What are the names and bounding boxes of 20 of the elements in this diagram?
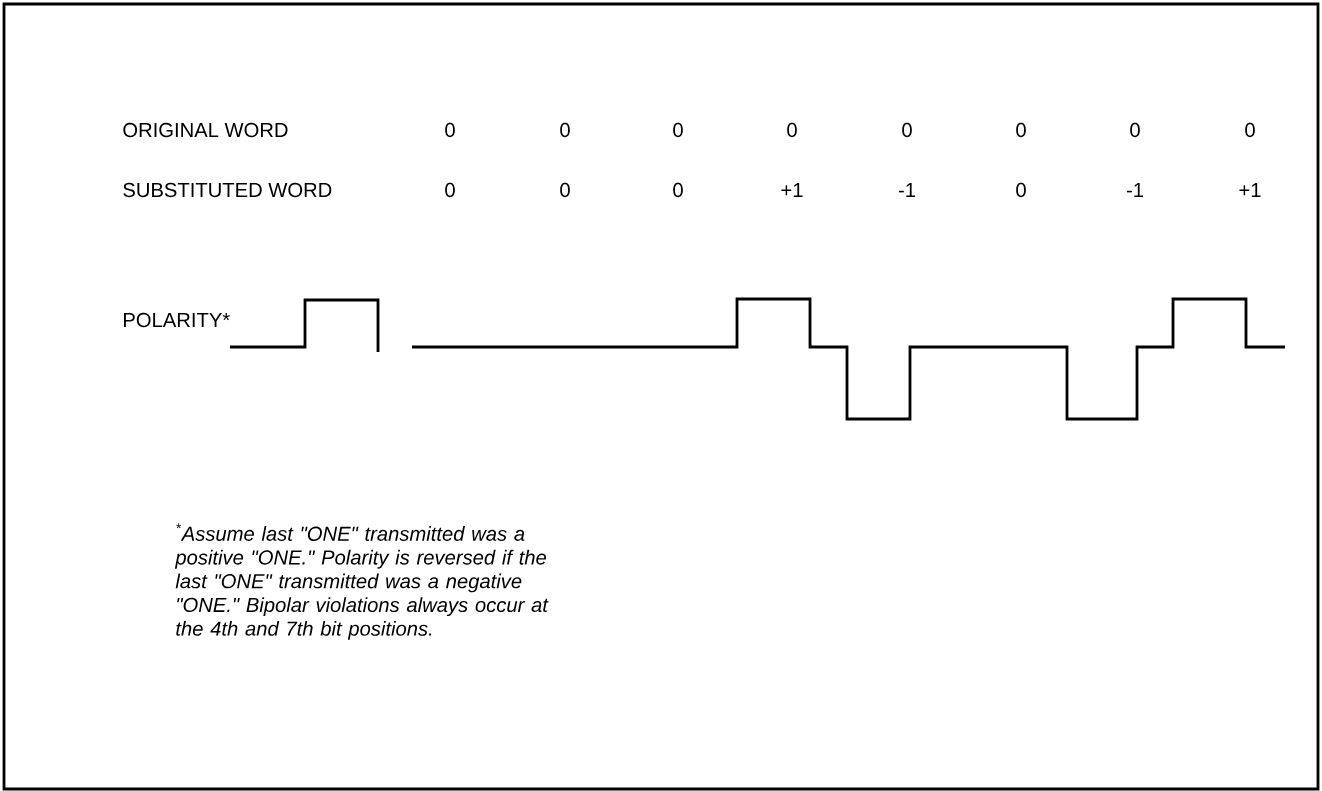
bit-value: 0: [1245, 122, 1255, 138]
bit-value: -1: [898, 183, 915, 197]
bit-value: 0: [673, 182, 683, 198]
bit-value: +1: [781, 183, 803, 197]
bit-value: 0: [445, 122, 455, 138]
row-label: SUBSTITUTED WORD: [123, 182, 332, 198]
bit-value: -1: [1126, 183, 1143, 197]
footnote: $^{*}$Assume last "ONE" transmitted was a positive "ONE." Polarity is reversed if the last "ONE" transmitted was a negative "ONE." Bipolar violations always occur at the 4th and 7th bit positions.: [174, 523, 549, 640]
bit-value: 0: [787, 122, 797, 138]
bit-value: 0: [445, 182, 455, 198]
row-label: POLARITY*: [124, 312, 230, 328]
bit-value: 0: [1016, 182, 1026, 198]
bit-value: 0: [1016, 122, 1026, 138]
bit-value: 0: [560, 182, 570, 198]
bit-value: +1: [1239, 183, 1261, 197]
bit-value: 0: [1130, 122, 1140, 138]
bit-value: 0: [902, 122, 912, 138]
bit-value: 0: [560, 122, 570, 138]
row-label: ORIGINAL WORD: [123, 122, 288, 138]
bit-value: 0: [673, 122, 683, 138]
